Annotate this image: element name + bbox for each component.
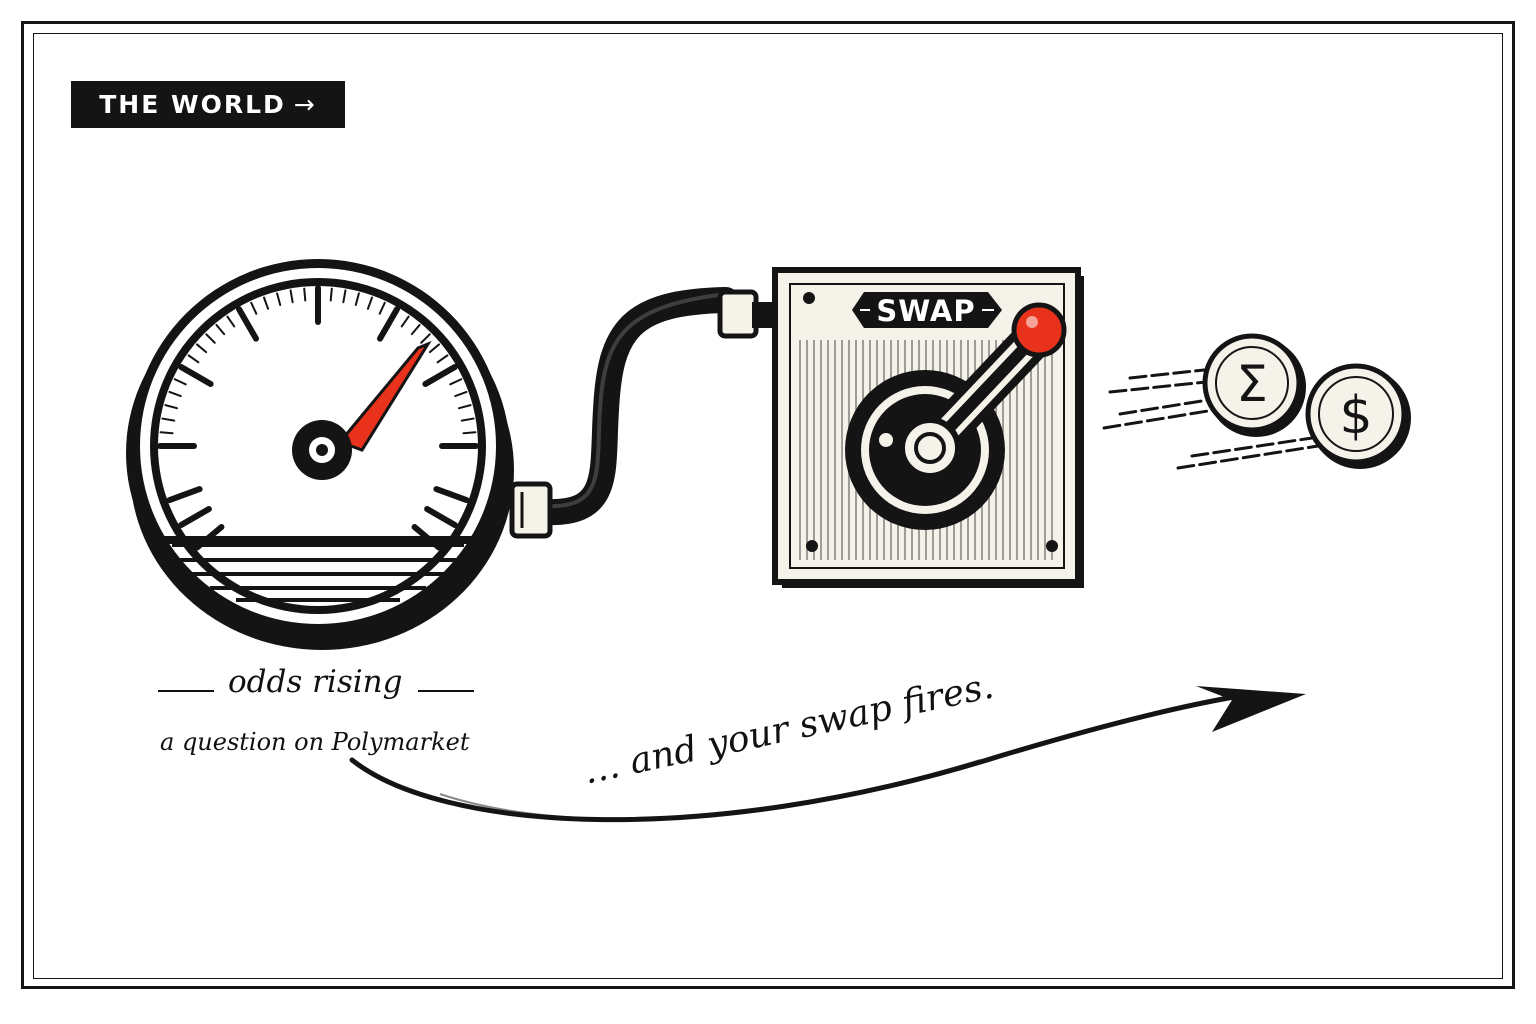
motion-lines <box>1102 368 1320 470</box>
dollar-coin-icon: $ <box>1305 363 1411 469</box>
gauge <box>126 259 514 650</box>
caption-rule-left <box>158 690 214 692</box>
dollar-symbol: $ <box>1339 386 1372 446</box>
hose-pipe <box>509 287 776 539</box>
odds-caption: odds rising <box>228 664 403 700</box>
gauge-needle <box>337 340 432 452</box>
sigma-coin-icon: Σ <box>1202 333 1306 437</box>
swap-label: SWAP <box>876 294 975 328</box>
flow-arrow <box>349 686 1306 823</box>
question-caption: a question on Polymarket <box>160 728 470 756</box>
world-tag-label: THE WORLD <box>99 90 286 119</box>
lever-knob <box>1011 302 1067 358</box>
world-tag: THE WORLD → <box>71 81 345 128</box>
arrow-right-icon: → <box>293 90 317 119</box>
gauge-ticks <box>157 285 479 551</box>
sigma-symbol: Σ <box>1236 355 1268 413</box>
caption-rule-right <box>418 690 474 692</box>
swap-switch-box: SWAP <box>772 267 1084 588</box>
outer-frame <box>21 21 1515 989</box>
inner-frame <box>33 33 1503 979</box>
